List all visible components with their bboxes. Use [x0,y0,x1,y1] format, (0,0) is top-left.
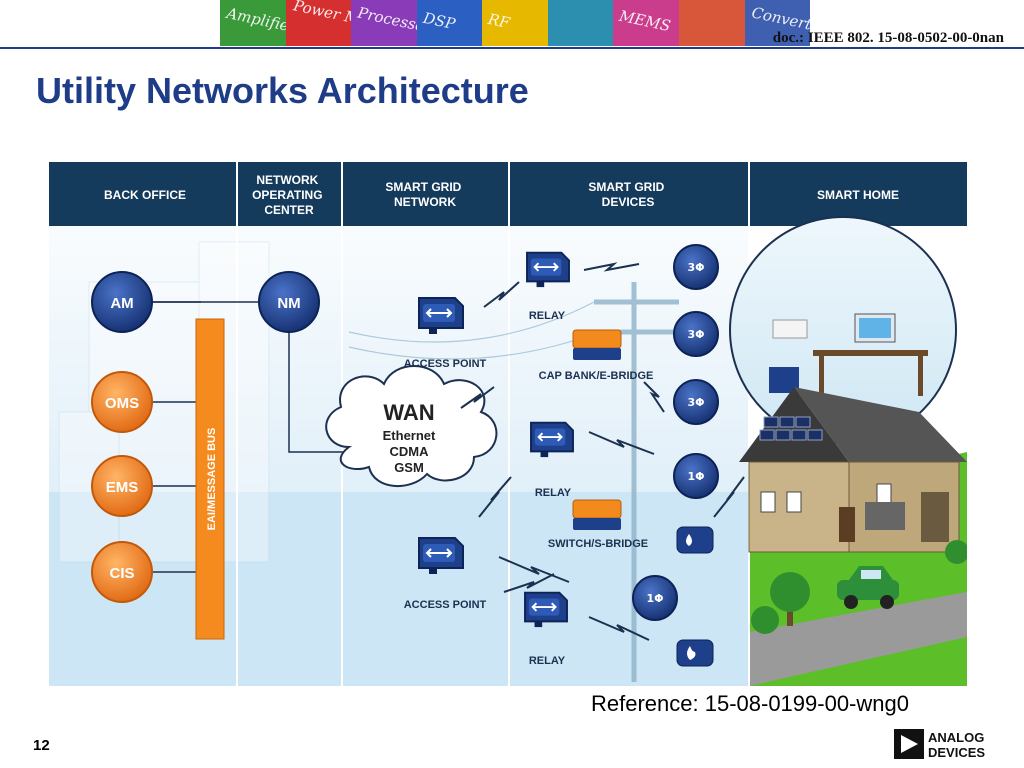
access-point-top [418,297,464,335]
meter-3phase-2: 3Φ [673,311,719,357]
banner-tile-label: Amplifiers [224,4,286,38]
svg-text:3Φ: 3Φ [687,261,704,274]
banner-tile [547,0,614,46]
svg-text:ANALOG: ANALOG [928,730,984,745]
banner-tile-label: Processors [356,3,417,39]
banner-tile: MEMS [613,0,679,46]
meter-1phase-1: 1Φ [673,453,719,499]
relay-bottom [524,591,568,629]
column-smart-grid-network: SMART GRID NETWORK [385,180,464,209]
svg-text:1Φ: 1Φ [646,592,663,605]
banner-tile: Processors [351,0,417,46]
svg-text:DEVICES: DEVICES [928,745,985,760]
oms-node: OMS [91,371,153,433]
banner-tile: RF [482,0,548,46]
architecture-diagram: BACK OFFICE NETWORK OPERATING CENTER SMA… [49,162,967,686]
banner-tile-label: MEMS [618,6,673,36]
banner-tile-label: RF [486,9,512,33]
banner-tile-label: Power Management [291,0,352,46]
slide-title: Utility Networks Architecture [36,70,529,111]
svg-text:AM: AM [110,295,133,312]
banner-tile: DSP [416,0,483,46]
svg-text:EMS: EMS [106,479,139,496]
eai-message-bus [195,318,225,640]
document-id: doc.: IEEE 802. 15-08-0502-00-0nan [772,30,1004,46]
nm-node: NM [258,271,320,333]
access-point-top-label: ACCESS POINT [404,358,487,370]
relay-top [526,251,570,289]
analog-devices-logo: ANALOG DEVICES [894,729,985,760]
banner-tile: Power Management [285,0,352,46]
svg-text:GSM: GSM [394,460,424,475]
smart-home-bubble [729,216,957,444]
ems-node: EMS [91,455,153,517]
access-point-bottom [418,537,464,575]
cis-node: CIS [91,541,153,603]
svg-text:1Φ: 1Φ [687,470,704,483]
bus-label: EAI/MESSAGE BUS [206,428,218,531]
page-number: 12 [33,737,50,754]
cap-bank-device [572,329,622,360]
am-node: AM [91,271,153,333]
switch-device [572,499,622,530]
relay-middle [530,421,574,459]
header-rule [0,47,1024,49]
meter-3phase-1: 3Φ [673,244,719,290]
banner-tile-label: DSP [421,8,457,34]
switch-label: SWITCH/S-BRIDGE [548,538,648,550]
banner-tile: Amplifiers [220,0,286,46]
svg-text:WAN: WAN [383,400,434,425]
reference-citation: Reference: 15-08-0199-00-wng0 [591,691,909,716]
wan-cloud: WAN Ethernet CDMA GSM [325,365,498,487]
cap-bank-label: CAP BANK/E-BRIDGE [539,370,654,382]
water-meter-icon [676,526,714,554]
car-icon [837,566,899,609]
tree-icon [751,540,967,634]
column-smart-grid-devices: SMART GRID DEVICES [588,180,667,209]
gas-meter-icon [676,639,714,667]
meter-1phase-2: 1Φ [632,575,678,621]
relay-middle-label: RELAY [535,487,572,499]
svg-text:CIS: CIS [109,565,134,582]
meter-3phase-3: 3Φ [673,379,719,425]
svg-text:3Φ: 3Φ [687,328,704,341]
svg-text:OMS: OMS [105,395,139,412]
svg-text:Ethernet: Ethernet [383,428,436,443]
relay-top-label: RELAY [529,310,566,322]
svg-text:NM: NM [277,295,300,312]
column-network-operating-center: NETWORK OPERATING CENTER [252,173,326,217]
banner-tile [678,0,745,46]
svg-text:CDMA: CDMA [390,444,430,459]
access-point-bottom-label: ACCESS POINT [404,599,487,611]
relay-bottom-label: RELAY [529,655,566,667]
smart-home-house [739,387,967,553]
column-back-office: BACK OFFICE [104,188,186,202]
svg-text:3Φ: 3Φ [687,396,704,409]
banner-tile: Converters [744,0,811,46]
column-smart-home: SMART HOME [817,188,899,202]
